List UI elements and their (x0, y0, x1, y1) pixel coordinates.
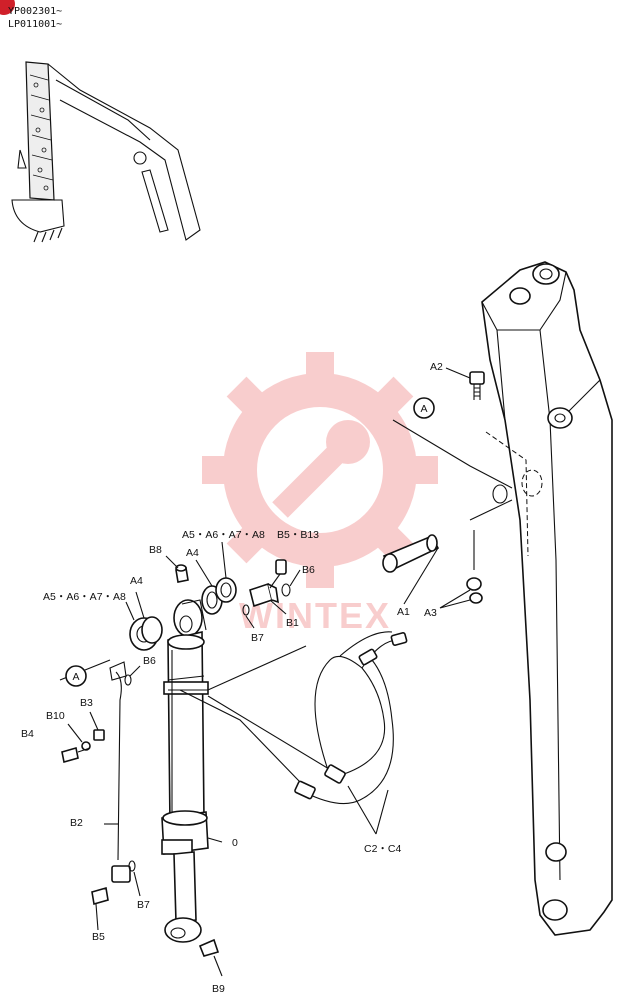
label-b3: B3 (80, 697, 93, 709)
callout-labels: A1 A2 A3 A4 A4 A5・A6・A7・A8 A5・A6・A7・A8 B… (21, 361, 443, 995)
bushing-right (195, 541, 237, 615)
bushing-left (125, 591, 163, 651)
label-b5-b13: B5・B13 (277, 529, 319, 541)
detail-marker-text: A (420, 403, 427, 415)
detail-marker-a-left: A (65, 665, 87, 687)
label-a2: A2 (430, 361, 443, 373)
watermark: WINTEX (202, 352, 438, 636)
label-a3: A3 (424, 607, 437, 619)
block-b1 (242, 559, 301, 629)
label-a4-right: A4 (186, 547, 199, 559)
label-b7-upper: B7 (251, 632, 264, 644)
detail-marker-a-right: A (413, 397, 435, 419)
label-b6-left: B6 (143, 655, 156, 667)
gear-wrench-icon (202, 352, 438, 588)
label-b2: B2 (70, 817, 83, 829)
serial-line-2: LP011001~ (8, 19, 62, 30)
label-b10: B10 (46, 710, 65, 722)
corner-badge (0, 0, 15, 15)
boom (481, 261, 613, 936)
label-a1: A1 (397, 606, 410, 618)
detail-marker-text: A (72, 671, 79, 683)
label-a5-group-left: A5・A6・A7・A8 (43, 591, 126, 603)
arm-cylinder (161, 599, 209, 943)
overview-thumbnail (11, 61, 201, 243)
label-b9: B9 (212, 983, 225, 995)
bolt-a2 (445, 367, 485, 400)
label-b7-lower: B7 (137, 899, 150, 911)
label-b1: B1 (286, 617, 299, 629)
label-b6-right: B6 (302, 564, 315, 576)
label-b8: B8 (149, 544, 162, 556)
hoses-c2-c4 (294, 631, 408, 835)
nuts-a3 (439, 577, 483, 609)
label-a5-group-right: A5・A6・A7・A8 (182, 529, 265, 541)
label-c2-c4: C2・C4 (364, 843, 402, 855)
label-b4: B4 (21, 728, 34, 740)
label-zero: 0 (232, 837, 238, 849)
pin-a1 (382, 534, 440, 605)
label-a4-left: A4 (130, 575, 143, 587)
serial-line-1: YP002301~ (8, 6, 62, 17)
label-b5: B5 (92, 931, 105, 943)
grease-pipe-b2 (61, 661, 223, 977)
grease-nipple-b8 (165, 555, 189, 583)
